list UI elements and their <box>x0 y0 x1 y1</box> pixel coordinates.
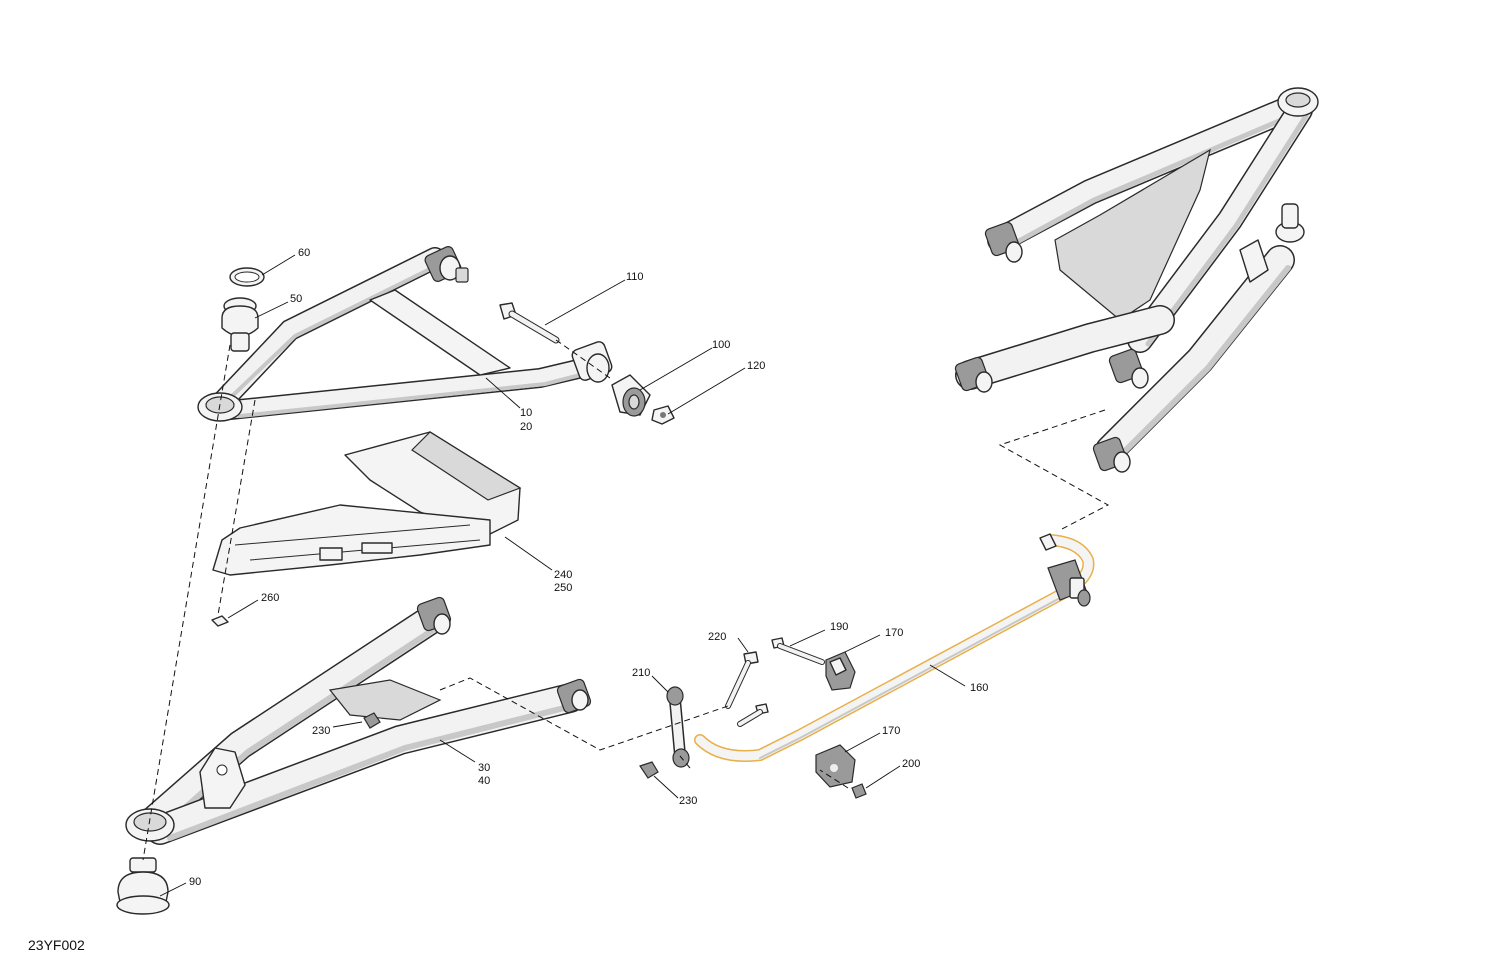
snap-ring[interactable] <box>229 267 265 287</box>
callout-60: 60 <box>298 247 310 259</box>
a-arm-protector[interactable] <box>212 431 522 576</box>
screw[interactable] <box>211 615 229 627</box>
assembly-line-pivot <box>555 339 611 379</box>
sway-bar-bushing-mount[interactable] <box>1039 533 1091 607</box>
callout-30: 30 <box>478 762 490 774</box>
assembly-line-protector <box>217 399 256 616</box>
link-nut[interactable] <box>639 761 659 779</box>
leader-lines <box>159 254 966 897</box>
upper-a-arm-right[interactable] <box>984 87 1319 389</box>
callout-120: 120 <box>747 360 765 372</box>
link-bolt[interactable] <box>725 651 759 709</box>
callout-220: 220 <box>708 631 726 643</box>
callout-250: 250 <box>554 582 572 594</box>
callout-90: 90 <box>189 876 201 888</box>
assembly-line-link <box>679 755 691 769</box>
callout-190: 190 <box>830 621 848 633</box>
pivot-bushing[interactable] <box>611 374 651 417</box>
sway-bar-bracket-upper[interactable] <box>825 651 856 691</box>
pivot-bolt[interactable] <box>499 302 560 344</box>
callout-10: 10 <box>520 407 532 419</box>
lower-a-arm-left[interactable] <box>125 596 592 845</box>
upper-ball-joint[interactable] <box>221 297 259 352</box>
callout-40: 40 <box>478 775 490 787</box>
callout-labels: 60 50 110 100 120 10 20 240 250 260 220 … <box>189 247 988 888</box>
callout-170-upper: 170 <box>885 627 903 639</box>
callout-260: 260 <box>261 592 279 604</box>
lower-a-arm-right[interactable] <box>954 203 1305 473</box>
lower-ball-joint[interactable] <box>116 857 170 915</box>
callout-230-lower: 230 <box>679 795 697 807</box>
diagram-code: 23YF002 <box>28 937 85 953</box>
callout-210: 210 <box>632 667 650 679</box>
sway-bar-bracket-lower[interactable] <box>815 744 856 788</box>
sway-bar-link[interactable] <box>666 686 690 768</box>
bracket-nut[interactable] <box>851 783 867 799</box>
bracket-bolt[interactable] <box>771 637 825 665</box>
callout-200: 200 <box>902 758 920 770</box>
assembly-line-ball-joint <box>142 344 231 861</box>
callout-110: 110 <box>626 271 644 283</box>
callout-230-upper: 230 <box>312 725 330 737</box>
lock-nut-small[interactable] <box>363 712 381 729</box>
callout-240: 240 <box>554 569 572 581</box>
link-bolt-lower[interactable] <box>737 703 769 727</box>
callout-100: 100 <box>712 339 730 351</box>
callout-50: 50 <box>290 293 302 305</box>
assembly-line-sway-bar <box>998 409 1110 531</box>
assembly-line-bracket <box>819 769 849 789</box>
callout-160: 160 <box>970 682 988 694</box>
callout-20: 20 <box>520 421 532 433</box>
callout-170-lower: 170 <box>882 725 900 737</box>
lock-nut[interactable] <box>651 405 675 425</box>
